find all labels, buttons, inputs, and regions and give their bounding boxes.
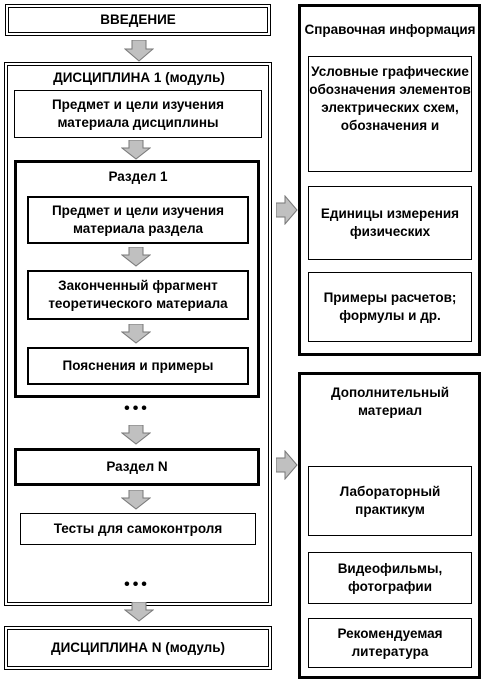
down-arrow-icon	[121, 490, 151, 510]
discipline-1-title: ДИСЦИПЛИНА 1 (модуль)	[53, 70, 225, 85]
additional-title: Дополнительный материал	[330, 385, 450, 418]
ellipsis-disciplines: •••	[124, 576, 150, 593]
section-n-box: Раздел N	[14, 448, 260, 486]
reference-item-units: Единицы измерения физических	[308, 186, 472, 260]
down-arrow-icon	[124, 40, 154, 62]
down-arrow-icon	[121, 324, 151, 344]
down-arrow-icon	[121, 140, 151, 160]
intro-label: ВВЕДЕНИЕ	[100, 12, 176, 27]
reference-item-symbols: Условные графические обозначения элемент…	[308, 56, 472, 172]
discipline-n-box: ДИСЦИПЛИНА N (модуль)	[4, 626, 272, 670]
section-1-title: Раздел 1	[108, 169, 168, 184]
right-arrow-icon	[276, 195, 298, 225]
explanations-box: Пояснения и примеры	[27, 347, 249, 385]
section-subject-goals-box: Предмет и цели изучения материала раздел…	[27, 196, 249, 244]
reference-item-examples: Примеры расчетов; формулы и др.	[308, 272, 472, 342]
down-arrow-icon	[121, 425, 151, 445]
reference-panel	[298, 4, 481, 356]
additional-item-video: Видеофильмы, фотографии	[308, 552, 472, 604]
additional-item-lab: Лабораторный практикум	[308, 466, 472, 536]
self-tests-box: Тесты для самоконтроля	[20, 513, 256, 545]
section-1-frame	[14, 160, 260, 398]
additional-panel	[298, 372, 481, 679]
discipline-subject-goals-box: Предмет и цели изучения материала дисцип…	[14, 90, 262, 138]
theory-fragment-box: Законченный фрагмент теоретического мате…	[27, 270, 249, 320]
down-arrow-icon	[124, 602, 154, 622]
ellipsis-sections: •••	[124, 400, 150, 417]
additional-item-literature: Рекомендуемая литература	[308, 618, 472, 668]
intro-box: ВВЕДЕНИЕ	[5, 4, 271, 36]
reference-title: Справочная информация	[304, 22, 476, 37]
down-arrow-icon	[121, 247, 151, 267]
right-arrow-icon	[276, 450, 298, 480]
